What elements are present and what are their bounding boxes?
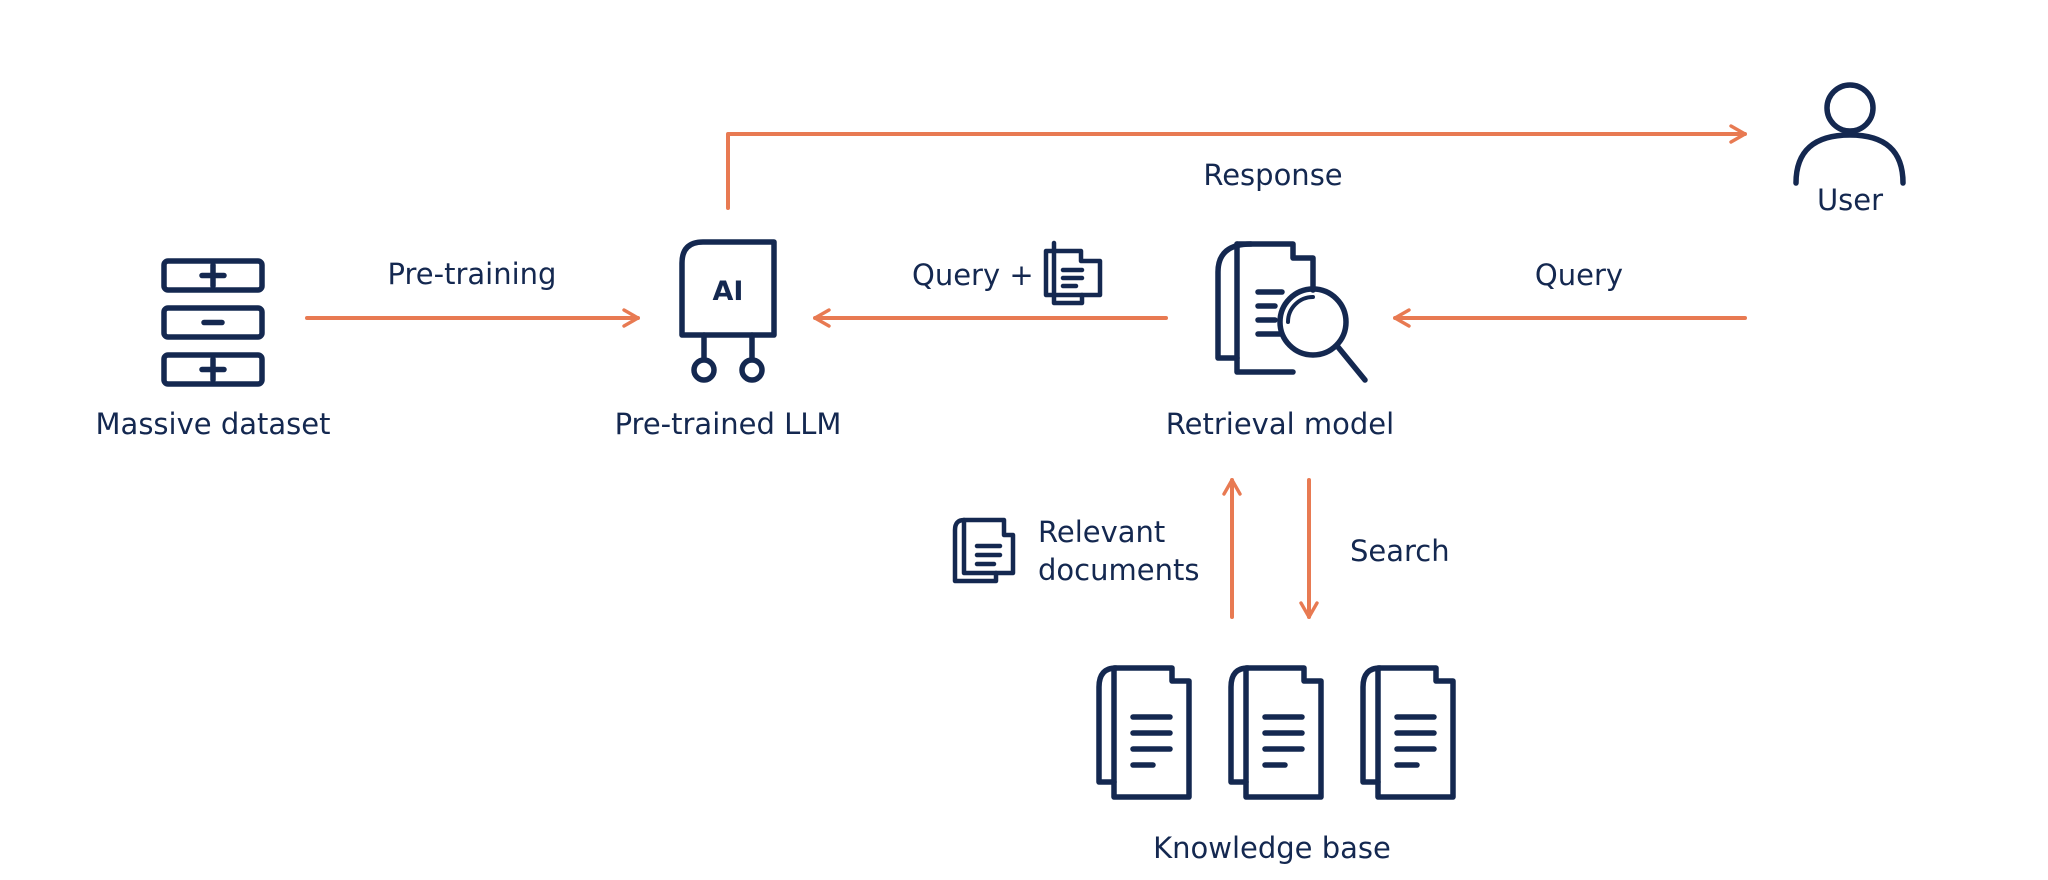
retrieval-label: Retrieval model	[1166, 407, 1394, 441]
query-label: Query	[1535, 258, 1623, 292]
response-arrow	[726, 124, 1747, 210]
relevant-line2: documents	[1038, 553, 1199, 587]
user-icon	[1793, 82, 1906, 186]
llm-label: Pre-trained LLM	[615, 407, 842, 441]
knowledge-doc-2	[1228, 665, 1324, 800]
knowledge-doc-1	[1096, 665, 1192, 800]
document-icon	[1043, 240, 1103, 306]
ai-text: AI	[713, 276, 744, 307]
dataset-label: Massive dataset	[96, 407, 331, 441]
knowledge-label: Knowledge base	[1153, 831, 1391, 865]
search-label: Search	[1350, 534, 1450, 568]
pretraining-label: Pre-training	[388, 257, 557, 291]
user-label: User	[1817, 183, 1883, 217]
knowledge-doc-3	[1360, 665, 1456, 800]
database-stack-icon	[161, 258, 265, 387]
relevant-line1: Relevant	[1038, 515, 1165, 549]
documents-icon	[1096, 665, 1456, 800]
relevant-document-icon	[952, 517, 1016, 584]
query-plus-label: Query +	[912, 258, 1034, 292]
document-search-icon	[1215, 241, 1368, 383]
ai-chip-icon: AI	[679, 239, 777, 383]
response-label: Response	[1203, 158, 1342, 192]
